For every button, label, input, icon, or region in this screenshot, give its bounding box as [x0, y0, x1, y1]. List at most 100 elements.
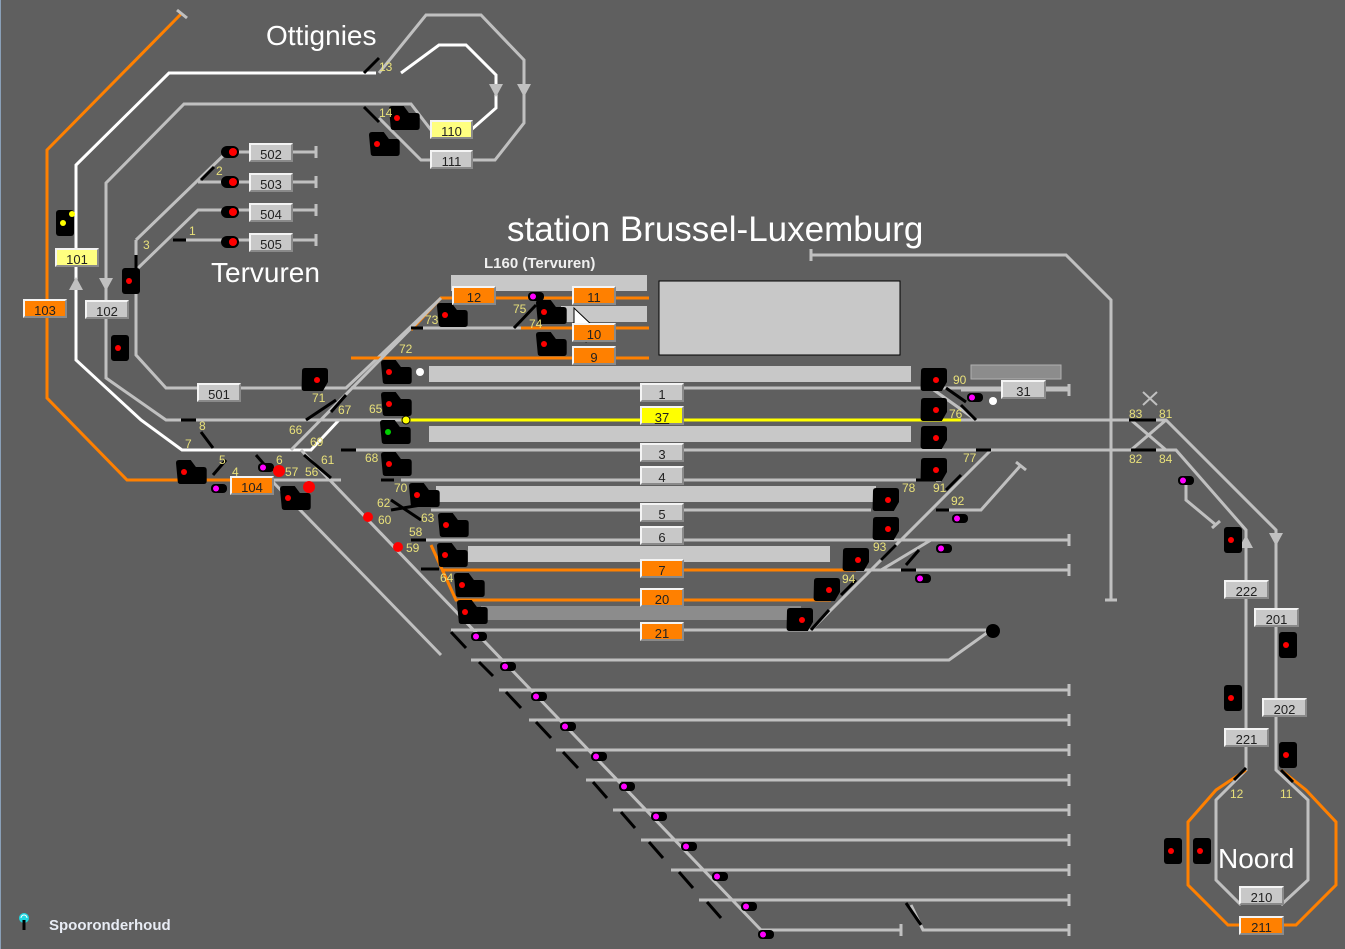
signal-icon[interactable] [409, 483, 440, 507]
shunt-signal-icon[interactable] [681, 842, 697, 851]
signal-icon[interactable] [786, 608, 813, 631]
block-221[interactable]: 221 [1224, 728, 1269, 747]
block-21[interactable]: 21 [640, 622, 684, 641]
switch-7[interactable] [199, 431, 215, 449]
track-siding-11[interactable] [909, 904, 1069, 932]
track-ottignies-loop-inner[interactable] [400, 43, 498, 132]
track-route-103[interactable] [45, 12, 231, 482]
block-210[interactable]: 210 [1239, 886, 1284, 905]
block-110[interactable]: 110 [430, 120, 473, 139]
block-504[interactable]: 504 [249, 203, 293, 222]
signal-icon[interactable] [301, 368, 328, 391]
block-103[interactable]: 103 [23, 299, 67, 318]
signal-icon[interactable] [920, 426, 947, 449]
switch-90[interactable] [945, 386, 967, 404]
signal-icon[interactable] [56, 210, 75, 236]
shunt-signal-icon[interactable] [591, 752, 607, 761]
signal-icon[interactable] [1224, 527, 1242, 553]
shunt-signal-icon[interactable] [952, 514, 968, 523]
shunt-signal-icon[interactable] [651, 812, 667, 821]
maintenance-beacon-icon[interactable] [17, 912, 31, 932]
block-201[interactable]: 201 [1254, 608, 1299, 627]
block-104[interactable]: 104 [230, 476, 274, 495]
switch-11[interactable] [1279, 768, 1295, 784]
signal-icon[interactable] [111, 335, 129, 361]
signal-icon[interactable] [457, 600, 488, 624]
signal-icon[interactable] [842, 548, 869, 571]
signal-icon[interactable] [1164, 838, 1182, 864]
switch-5[interactable] [211, 459, 228, 476]
block-503[interactable]: 503 [249, 173, 293, 192]
shunt-signal-icon[interactable] [712, 872, 728, 881]
block-102[interactable]: 102 [85, 300, 129, 319]
signal-icon[interactable] [369, 132, 400, 156]
block-111[interactable]: 111 [430, 150, 473, 169]
signal-icon[interactable] [1279, 742, 1297, 768]
switch-91[interactable] [944, 473, 963, 492]
track-diag-west-1[interactable] [289, 296, 443, 452]
signal-icon[interactable] [221, 236, 239, 248]
switch-61[interactable] [303, 453, 332, 480]
switch-93c[interactable] [904, 549, 921, 566]
block-502[interactable]: 502 [249, 143, 293, 162]
signal-icon[interactable] [536, 300, 567, 324]
signal-icon[interactable] [872, 517, 899, 540]
signal-icon[interactable] [381, 452, 412, 476]
block-20[interactable]: 20 [640, 588, 684, 607]
track-diag-east-1[interactable] [930, 386, 977, 422]
track-111[interactable] [376, 102, 433, 131]
track-84-spur[interactable] [1184, 485, 1217, 527]
shunt-signal-icon[interactable] [528, 292, 544, 301]
switch-94[interactable] [839, 578, 858, 597]
switch-94b[interactable] [809, 608, 831, 632]
switch-2[interactable] [199, 165, 216, 182]
block-11[interactable]: 11 [572, 286, 616, 305]
shunt-signal-icon[interactable] [500, 662, 516, 671]
track-route-101[interactable] [74, 71, 401, 452]
signal-icon[interactable] [437, 303, 468, 327]
track-noord-up[interactable] [1131, 418, 1310, 907]
crossing-81-84[interactable] [1130, 418, 1167, 452]
signal-icon[interactable] [221, 146, 239, 158]
signal-icon[interactable] [389, 106, 420, 130]
shunt-signal-icon[interactable] [741, 902, 757, 911]
track-111b[interactable] [377, 116, 431, 162]
switch-67[interactable] [329, 394, 348, 413]
block-6[interactable]: 6 [640, 526, 684, 545]
signal-icon[interactable] [280, 486, 311, 510]
track-diag-east-3[interactable] [941, 464, 1023, 512]
signal-icon[interactable] [454, 573, 485, 597]
signal-icon[interactable] [813, 578, 840, 601]
maintenance-label[interactable]: Spooronderhoud [49, 917, 171, 934]
shunt-signal-icon[interactable] [967, 393, 983, 402]
block-222[interactable]: 222 [1224, 580, 1269, 599]
block-9[interactable]: 9 [572, 346, 616, 365]
signal-icon[interactable] [920, 458, 947, 481]
block-7[interactable]: 7 [640, 559, 684, 578]
signal-icon[interactable] [438, 513, 469, 537]
block-501[interactable]: 501 [197, 383, 241, 402]
shunt-signal-icon[interactable] [471, 632, 487, 641]
block-10[interactable]: 10 [572, 323, 616, 342]
signal-icon[interactable] [1224, 685, 1242, 711]
turntable-icon[interactable] [986, 624, 1000, 638]
block-505[interactable]: 505 [249, 233, 293, 252]
signal-icon[interactable] [1279, 632, 1297, 658]
signal-icon[interactable] [920, 398, 947, 421]
shunt-signal-icon[interactable] [211, 484, 227, 493]
track-diag-east-2[interactable] [809, 448, 993, 632]
switch-12[interactable] [1232, 766, 1248, 782]
signal-icon[interactable] [176, 460, 207, 484]
switch-14[interactable] [362, 105, 381, 124]
shunt-signal-icon[interactable] [936, 544, 952, 553]
block-1[interactable]: 1 [640, 383, 684, 402]
block-202[interactable]: 202 [1262, 698, 1307, 717]
signal-icon[interactable] [122, 268, 140, 294]
signal-icon[interactable] [872, 488, 899, 511]
signal-icon[interactable] [437, 543, 468, 567]
switch-66[interactable] [305, 398, 337, 422]
block-211[interactable]: 211 [1239, 916, 1284, 935]
block-31[interactable]: 31 [1001, 380, 1046, 399]
switch-13[interactable] [362, 56, 381, 75]
signal-icon[interactable] [1193, 838, 1211, 864]
